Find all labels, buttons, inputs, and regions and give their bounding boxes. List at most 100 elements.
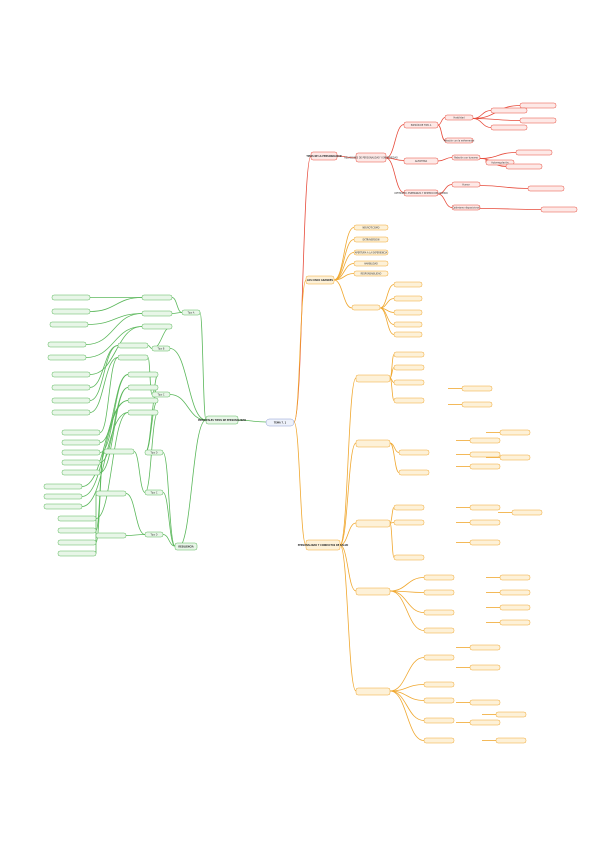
leaf-node[interactable] [423,737,455,744]
leaf-node[interactable]: Tipo D [144,449,164,456]
orange-branch-title-2[interactable]: PERSONALIDAD Y CONDUCTAS DE SALUD [298,539,349,551]
leaf-node[interactable] [469,463,501,470]
orange-level3-node[interactable] [355,519,391,528]
leaf-node[interactable] [398,469,430,476]
orange-level3-node[interactable] [355,374,391,383]
leaf-node[interactable] [469,664,501,671]
leaf-node[interactable] [61,459,101,466]
leaf-node[interactable] [51,294,91,301]
leaf-node[interactable] [423,697,455,704]
leaf-node[interactable] [141,323,173,330]
leaf-node[interactable] [423,589,455,596]
leaf-node[interactable] [393,364,425,371]
leaf-node[interactable] [127,409,159,416]
leaf-node[interactable] [469,504,501,511]
leaf-node[interactable] [117,342,149,349]
leaf-node[interactable] [519,117,557,124]
leaf-node[interactable] [515,149,553,156]
leaf-node[interactable]: Hostilidad [444,114,474,121]
leaf-node[interactable] [511,509,543,516]
leaf-node[interactable] [43,483,83,490]
leaf-node[interactable] [469,699,501,706]
leaf-node[interactable] [527,185,565,192]
leaf-node[interactable] [393,519,425,526]
leaf-node[interactable] [423,717,455,724]
leaf-node[interactable] [469,451,501,458]
leaf-node[interactable] [393,351,425,358]
leaf-node[interactable] [141,294,173,301]
leaf-node[interactable] [519,102,557,109]
leaf-node[interactable] [49,321,89,328]
leaf-node[interactable] [127,384,159,391]
leaf-node[interactable] [505,163,543,170]
red-level2-node[interactable]: ALEXITIMIA [403,157,439,165]
leaf-node[interactable] [51,371,91,378]
orange-level3-node[interactable] [355,587,391,596]
leaf-node[interactable] [351,304,381,311]
leaf-node[interactable]: Relación con la enfermedad [444,137,475,144]
leaf-node[interactable] [43,493,83,500]
leaf-node[interactable] [469,437,501,444]
leaf-node[interactable] [469,719,501,726]
leaf-node[interactable]: Optimismo disposicional [451,204,481,211]
leaf-node[interactable] [51,409,91,416]
leaf-node[interactable] [499,589,531,596]
leaf-node[interactable] [57,515,97,522]
leaf-node[interactable] [47,341,87,348]
red-branch-mid[interactable]: RELACIONES DE PERSONALIDAD Y ENFERMEDAD [344,152,398,163]
leaf-node[interactable] [127,371,159,378]
leaf-node[interactable] [61,439,101,446]
leaf-node[interactable] [469,519,501,526]
leaf-node[interactable]: Tipo D [144,531,164,538]
leaf-node[interactable] [47,354,87,361]
leaf-node[interactable] [490,107,528,114]
root-node[interactable]: TEMA 7. 1 [265,418,295,427]
leaf-node[interactable] [393,379,425,386]
leaf-node[interactable] [103,448,135,455]
leaf-node[interactable] [540,206,578,213]
leaf-node[interactable]: Autorregulación [485,159,515,166]
leaf-node[interactable] [57,539,97,546]
leaf-node[interactable] [393,397,425,404]
leaf-node[interactable] [398,449,430,456]
leaf-node[interactable] [499,619,531,626]
leaf-node[interactable]: Tipo A [181,309,201,316]
leaf-node[interactable] [499,454,531,461]
orange-level3-node[interactable] [355,687,391,696]
leaf-node[interactable] [499,604,531,611]
green-branch-title-2[interactable]: RESILIENCIA [174,542,198,551]
leaf-node[interactable]: NEUROTICISMO [353,224,389,231]
leaf-node[interactable] [393,295,423,302]
orange-level3-node[interactable] [355,439,391,448]
leaf-node[interactable] [127,397,159,404]
leaf-node[interactable] [95,532,127,539]
leaf-node[interactable] [61,429,101,436]
leaf-node[interactable] [461,385,493,392]
leaf-node[interactable]: RESPONSABILIDAD [353,270,389,277]
leaf-node[interactable] [423,681,455,688]
leaf-node[interactable]: Tipo B [151,345,171,352]
leaf-node[interactable] [495,711,527,718]
leaf-node[interactable]: AMABILIDAD [353,260,389,267]
leaf-node[interactable] [393,504,425,511]
leaf-node[interactable] [95,490,127,497]
orange-branch-title-1[interactable]: LOS CINCO GRANDES [305,275,335,285]
leaf-node[interactable]: Relación con tumores [451,154,481,161]
leaf-node[interactable] [141,310,173,317]
green-branch-title-1[interactable]: PRINCIPALES TIPOS DE PERSONALIDAD [198,415,246,425]
leaf-node[interactable] [61,469,101,476]
leaf-node[interactable]: Humor [451,181,481,188]
leaf-node[interactable] [51,384,91,391]
leaf-node[interactable] [43,503,83,510]
leaf-node[interactable] [499,429,531,436]
leaf-node[interactable] [461,401,493,408]
leaf-node[interactable]: Tipo C [144,489,164,496]
leaf-node[interactable] [393,309,423,316]
leaf-node[interactable]: APERTURA A LA EXPERIENCIA [353,249,389,256]
leaf-node[interactable] [393,321,423,328]
leaf-node[interactable] [51,308,91,315]
leaf-node[interactable] [57,527,97,534]
red-level2-node[interactable]: PATRÓN DE TIPO A [403,121,439,129]
leaf-node[interactable] [495,737,527,744]
leaf-node[interactable] [117,354,149,361]
